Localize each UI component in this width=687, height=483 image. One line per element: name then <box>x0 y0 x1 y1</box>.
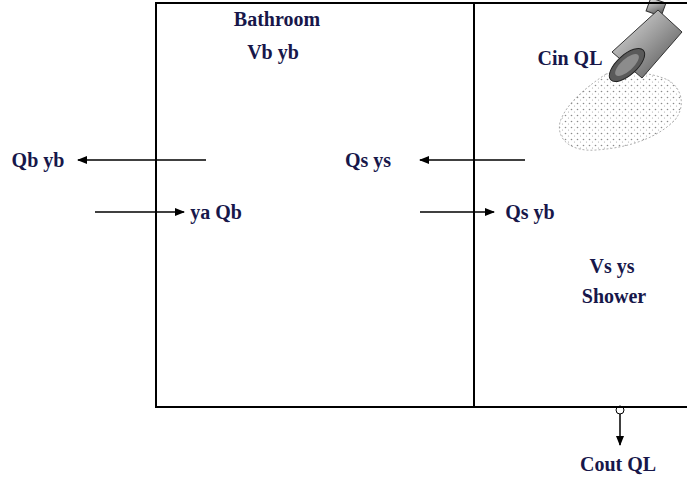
water-spray <box>559 72 681 150</box>
shower-head <box>604 0 682 87</box>
flow-label: Qs ys <box>345 148 391 172</box>
node-text: Vs ys <box>589 254 634 278</box>
node-text: Shower <box>582 284 646 308</box>
flow-label: ya Qb <box>190 200 242 224</box>
room-title: Bathroom <box>234 7 320 31</box>
exchange-arrow <box>420 211 494 213</box>
drain-arrow <box>619 414 621 445</box>
outflow-label: Cout QL <box>580 452 656 476</box>
outflow-arrow <box>78 159 206 161</box>
node-text: Vb yb <box>247 40 299 64</box>
flow-label: Qb yb <box>12 148 65 172</box>
inflow-arrow <box>95 211 184 213</box>
flow-label: Qs yb <box>505 200 554 224</box>
inflow-label: Cin QL <box>537 46 602 70</box>
